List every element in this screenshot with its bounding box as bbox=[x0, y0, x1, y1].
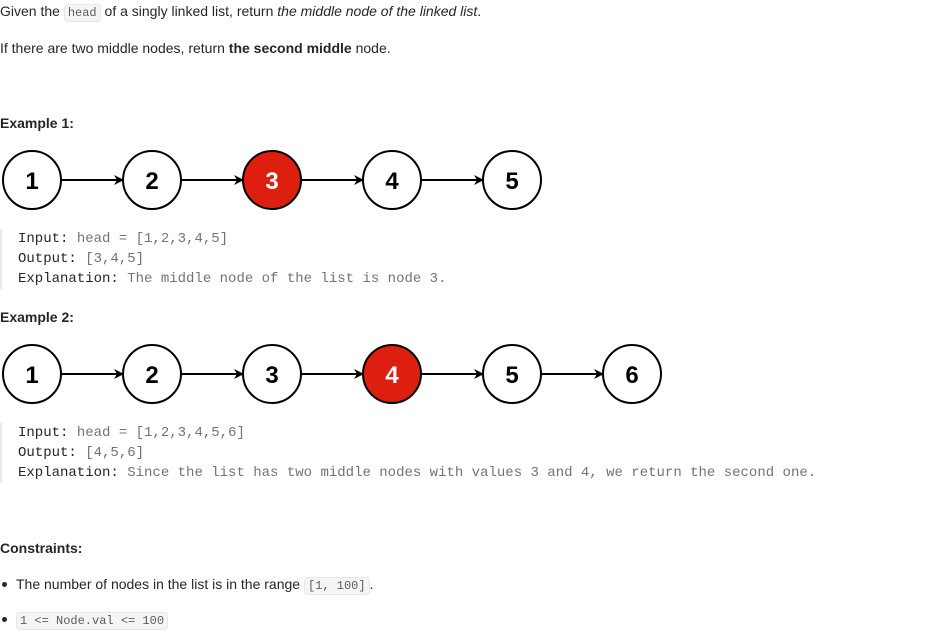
node-value-label: 2 bbox=[145, 168, 158, 195]
bullet-dot-icon bbox=[2, 582, 7, 587]
constraint-item: 1 <= Node.val <= 100 bbox=[0, 609, 373, 631]
constraint-text: . bbox=[369, 576, 374, 592]
node-circle bbox=[362, 150, 422, 210]
constraint-text: The number of nodes in the list is in th… bbox=[16, 576, 304, 592]
description-text: Given the bbox=[0, 3, 64, 19]
explanation-value: The middle node of the list is node 3. bbox=[118, 271, 447, 287]
node-circle bbox=[122, 150, 182, 210]
node-circle bbox=[482, 150, 542, 210]
inline-code-range: [1, 100] bbox=[303, 577, 370, 595]
inline-code-head: head bbox=[63, 4, 101, 22]
output-label: Output: bbox=[18, 445, 77, 461]
list-node: 2 bbox=[122, 344, 182, 404]
node-value-label: 1 bbox=[25, 168, 38, 195]
bullet-dot-icon bbox=[2, 617, 7, 622]
description-text: of a singly linked list, return bbox=[100, 3, 278, 19]
description-paragraph-1: Given the head of a singly linked list, … bbox=[0, 1, 481, 23]
inline-code-node-val: 1 <= Node.val <= 100 bbox=[16, 612, 169, 630]
input-value: head = [1,2,3,4,5] bbox=[68, 231, 229, 247]
node-circle bbox=[242, 150, 302, 210]
node-circle bbox=[2, 150, 62, 210]
node-value-label: 3 bbox=[265, 168, 278, 195]
description-text: . bbox=[477, 3, 482, 19]
list-node-middle: 4 bbox=[362, 344, 422, 404]
node-value-label: 5 bbox=[505, 362, 518, 389]
node-circle bbox=[242, 344, 302, 404]
explanation-label: Explanation: bbox=[18, 465, 119, 481]
emphasis-text: the middle node of the linked list bbox=[277, 3, 478, 19]
node-value-label: 1 bbox=[25, 362, 38, 389]
example-2-io-block: Input: head = [1,2,3,4,5,6]Output: [4,5,… bbox=[0, 423, 816, 483]
constraint-item: The number of nodes in the list is in th… bbox=[0, 574, 373, 596]
node-value-label: 4 bbox=[385, 362, 399, 389]
explanation-label: Explanation: bbox=[18, 271, 119, 287]
description-text: node. bbox=[351, 40, 391, 56]
example-2-output-line: Output: [4,5,6] bbox=[18, 443, 816, 463]
output-value: [4,5,6] bbox=[76, 445, 145, 461]
constraints-list: The number of nodes in the list is in th… bbox=[0, 574, 373, 631]
example-2-explanation-line: Explanation: Since the list has two midd… bbox=[18, 463, 816, 483]
list-node: 4 bbox=[362, 150, 422, 210]
node-circle bbox=[482, 344, 542, 404]
node-value-label: 3 bbox=[265, 362, 278, 389]
example-1-explanation-line: Explanation: The middle node of the list… bbox=[18, 269, 446, 289]
example-1-title: Example 1: bbox=[0, 115, 74, 131]
example-2-linked-list-diagram: 1 2 3 4 5 6 bbox=[2, 344, 662, 404]
list-node-middle: 3 bbox=[242, 150, 302, 210]
node-value-label: 5 bbox=[505, 168, 518, 195]
example-2-title: Example 2: bbox=[0, 309, 74, 325]
node-circle bbox=[122, 344, 182, 404]
example-2-input-line: Input: head = [1,2,3,4,5,6] bbox=[18, 423, 816, 443]
list-node: 5 bbox=[482, 344, 542, 404]
constraints-title: Constraints: bbox=[0, 540, 83, 556]
explanation-value: Since the list has two middle nodes with… bbox=[118, 465, 817, 481]
list-node: 3 bbox=[242, 344, 302, 404]
node-value-label: 4 bbox=[385, 168, 399, 195]
bold-text: the second middle bbox=[228, 40, 352, 56]
node-value-label: 2 bbox=[145, 362, 158, 389]
list-node: 1 bbox=[2, 150, 62, 210]
example-1-io-block: Input: head = [1,2,3,4,5]Output: [3,4,5]… bbox=[0, 229, 446, 289]
input-label: Input: bbox=[18, 425, 69, 441]
list-node: 2 bbox=[122, 150, 182, 210]
output-value: [3,4,5] bbox=[76, 251, 145, 267]
node-circle bbox=[2, 344, 62, 404]
example-1-input-line: Input: head = [1,2,3,4,5] bbox=[18, 229, 446, 249]
list-node: 6 bbox=[602, 344, 662, 404]
description-paragraph-2: If there are two middle nodes, return th… bbox=[0, 38, 391, 58]
output-label: Output: bbox=[18, 251, 77, 267]
list-node: 5 bbox=[482, 150, 542, 210]
node-circle bbox=[362, 344, 422, 404]
input-value: head = [1,2,3,4,5,6] bbox=[68, 425, 245, 441]
node-circle bbox=[602, 344, 662, 404]
example-1-linked-list-diagram: 1 2 3 4 5 bbox=[2, 150, 542, 210]
list-node: 1 bbox=[2, 344, 62, 404]
node-value-label: 6 bbox=[625, 362, 638, 389]
example-1-output-line: Output: [3,4,5] bbox=[18, 249, 446, 269]
input-label: Input: bbox=[18, 231, 69, 247]
description-text: If there are two middle nodes, return bbox=[0, 40, 229, 56]
